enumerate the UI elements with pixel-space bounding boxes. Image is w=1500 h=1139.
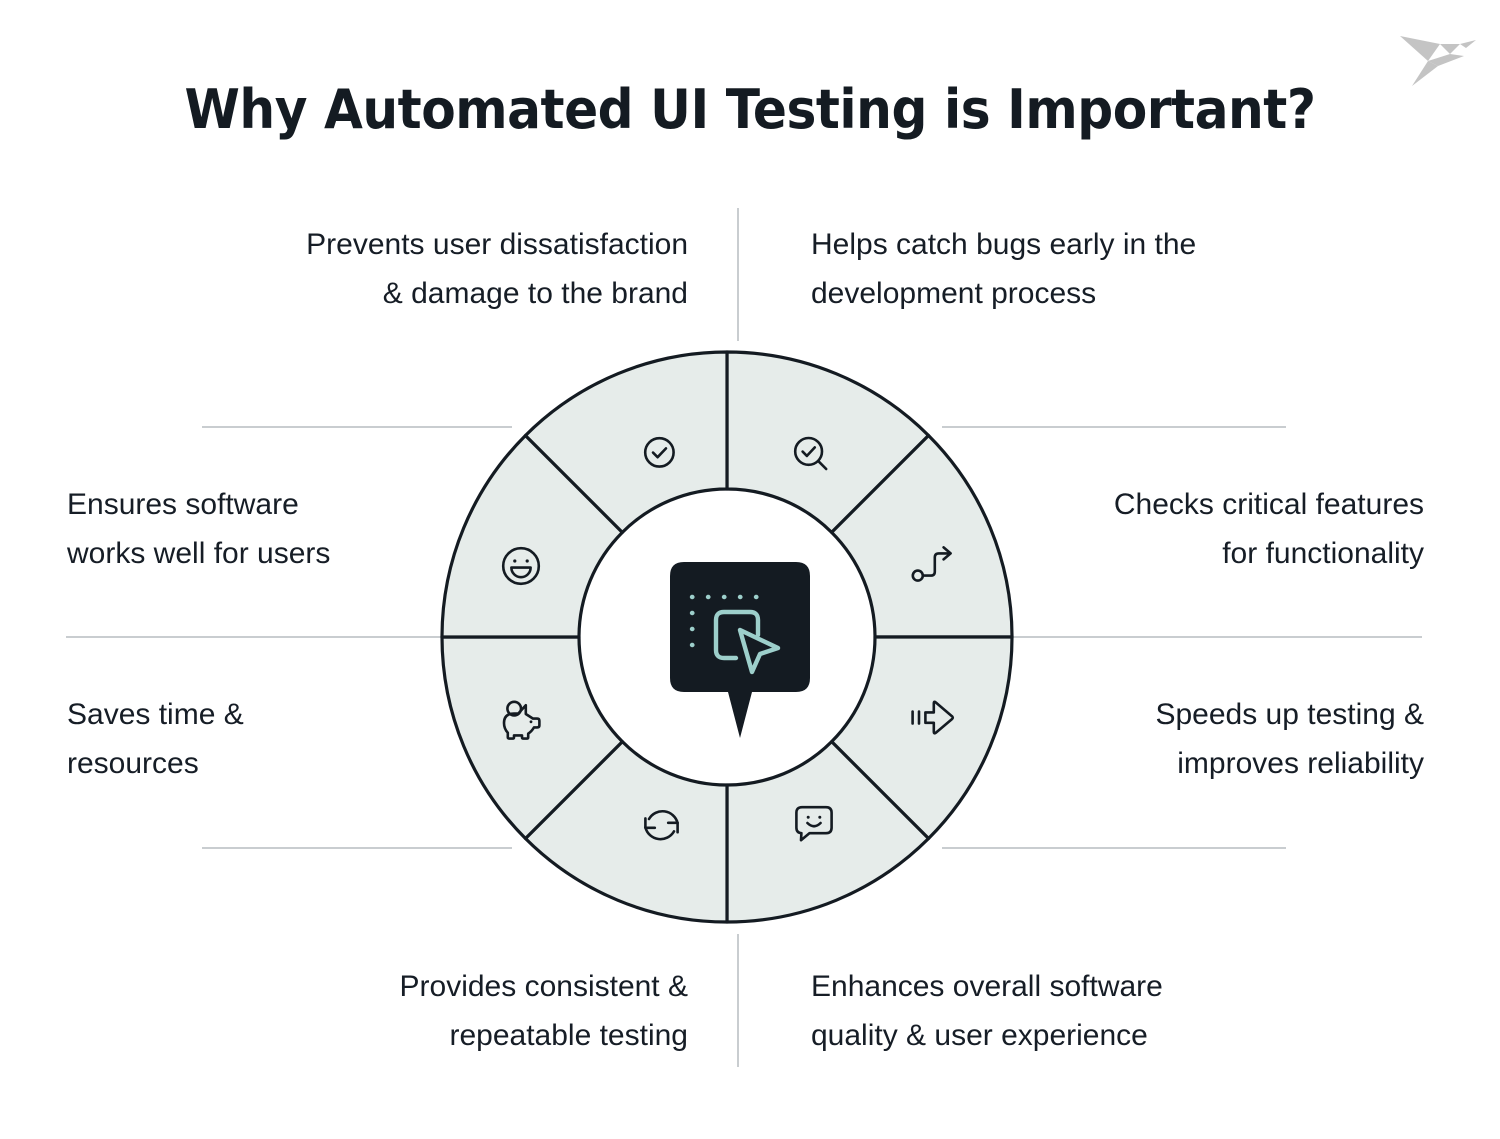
divider-horizontal-mid-left [66, 636, 444, 638]
label-right-lower: Speeds up testing & improves reliability [1155, 698, 1424, 780]
divider-horizontal-top-right [942, 426, 1286, 428]
origami-bird-logo [1378, 14, 1488, 94]
ui-cursor-selection-pin-icon [670, 562, 810, 742]
check-circle-icon [643, 436, 675, 468]
divider-horizontal-top-left [202, 426, 512, 428]
label-bottom-right: Enhances overall software quality & user… [811, 970, 1163, 1052]
divider-horizontal-bottom-right [942, 847, 1286, 849]
divider-horizontal-bottom-left [202, 847, 512, 849]
label-bottom-left: Provides consistent & repeatable testing [399, 970, 688, 1052]
label-top-right: Helps catch bugs early in the developmen… [811, 228, 1197, 310]
segmented-wheel [427, 337, 1027, 937]
label-top-left: Prevents user dissatisfaction & damage t… [306, 228, 688, 310]
chat-smile-icon [795, 805, 833, 842]
smiley-face-icon [501, 546, 541, 586]
divider-horizontal-mid-right [1010, 636, 1422, 638]
label-right-upper: Checks critical features for functionali… [1113, 488, 1424, 570]
magnifier-check-icon [793, 436, 828, 471]
page-title: Why Automated UI Testing is Important? [184, 78, 1316, 141]
piggy-bank-icon [502, 700, 541, 740]
divider-vertical-bottom [737, 934, 739, 1067]
fast-forward-icon [911, 700, 955, 735]
label-left-upper: Ensures software works well for users [67, 488, 331, 570]
label-left-lower: Saves time & resources [67, 698, 244, 780]
path-arrow-icon [911, 546, 952, 582]
divider-vertical-top [737, 208, 739, 341]
refresh-loop-icon [644, 809, 679, 841]
